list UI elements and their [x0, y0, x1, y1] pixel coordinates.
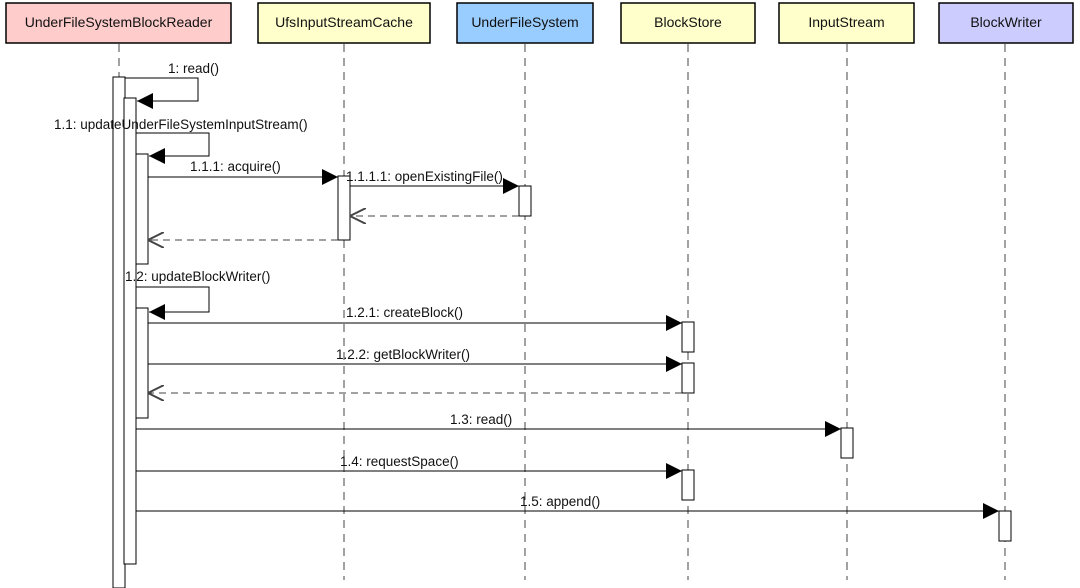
- message-1-1-update-input-stream: 1.1: updateUnderFileSystemInputStream(): [54, 117, 308, 164]
- message-1-4-request-space: 1.4: requestSpace(): [136, 454, 682, 479]
- activations: [112, 76, 1012, 588]
- participant-box: [778, 2, 915, 44]
- activation-bar-store-request: [681, 469, 695, 501]
- message-1-2-2-get-block-writer: 1.2.2: getBlockWriter(): [148, 347, 682, 372]
- participants: UnderFileSystemBlockReader UfsInputStrea…: [5, 2, 1074, 44]
- participant-label: InputStream: [808, 14, 884, 30]
- activation-bar-writer-append: [998, 510, 1012, 542]
- participant-box: [456, 2, 594, 44]
- activation-bar-reader-update-stream: [135, 153, 149, 265]
- message-1-1-1-acquire: 1.1.1: acquire(): [148, 159, 338, 185]
- participant-label: BlockStore: [654, 14, 722, 30]
- message-arrow: [125, 77, 199, 109]
- participant-blockwriter: BlockWriter: [938, 2, 1074, 44]
- message-1-2-update-block-writer: 1.2: updateBlockWriter(): [125, 269, 270, 320]
- activation-bar-store-get: [681, 362, 695, 394]
- message-arrow: [136, 286, 210, 320]
- message-label: 1.5: append(): [520, 494, 600, 509]
- message-label: 1.1.1: acquire(): [190, 159, 281, 174]
- message-1-read: 1: read(): [125, 61, 219, 109]
- participant-underfilesystemblockreader: UnderFileSystemBlockReader: [5, 2, 232, 44]
- participant-label: UnderFileSystem: [471, 14, 578, 30]
- message-label: 1.1.1.1: openExistingFile(): [346, 169, 503, 184]
- participant-blockstore: BlockStore: [620, 2, 756, 44]
- participant-inputstream: InputStream: [778, 2, 915, 44]
- message-1-5-append: 1.5: append(): [136, 494, 999, 519]
- activation-bar-inputstream-read: [840, 427, 854, 459]
- message-label: 1.2.2: getBlockWriter(): [336, 347, 470, 362]
- message-1-2-1-create-block: 1.2.1: createBlock(): [148, 305, 682, 331]
- participant-label: UfsInputStreamCache: [275, 14, 413, 30]
- participant-underfilesystem: UnderFileSystem: [456, 2, 594, 44]
- participant-box: [938, 2, 1074, 44]
- participant-ufsinputstreamcache: UfsInputStreamCache: [257, 2, 431, 44]
- activation-bar-cache-acquire: [337, 175, 351, 241]
- message-label: 1.3: read(): [450, 412, 512, 427]
- participant-label: BlockWriter: [970, 14, 1042, 30]
- participant-box: [5, 2, 232, 44]
- activation-bar-reader-update-writer: [135, 307, 149, 419]
- participant-box: [620, 2, 756, 44]
- activation-bar-store-create: [681, 321, 695, 353]
- message-label: 1: read(): [168, 61, 219, 76]
- message-label: 1.2: updateBlockWriter(): [125, 269, 270, 284]
- activation-bar-ufs-open: [518, 185, 532, 217]
- message-arrow: [136, 132, 210, 164]
- activation-bar-reader-main: [112, 76, 126, 588]
- participant-label: UnderFileSystemBlockReader: [25, 14, 213, 30]
- message-label: 1.2.1: createBlock(): [346, 305, 463, 320]
- messages: 1: read() 1.1: updateUnderFileSystemInpu…: [54, 61, 999, 519]
- message-1-3-read: 1.3: read(): [136, 412, 841, 437]
- message-1-1-1-1-open-existing-file: 1.1.1.1: openExistingFile(): [346, 169, 519, 194]
- message-label: 1.4: requestSpace(): [340, 454, 459, 469]
- participant-box: [257, 2, 431, 44]
- activation-bar-reader-read: [123, 97, 137, 565]
- message-label: 1.1: updateUnderFileSystemInputStream(): [54, 117, 308, 132]
